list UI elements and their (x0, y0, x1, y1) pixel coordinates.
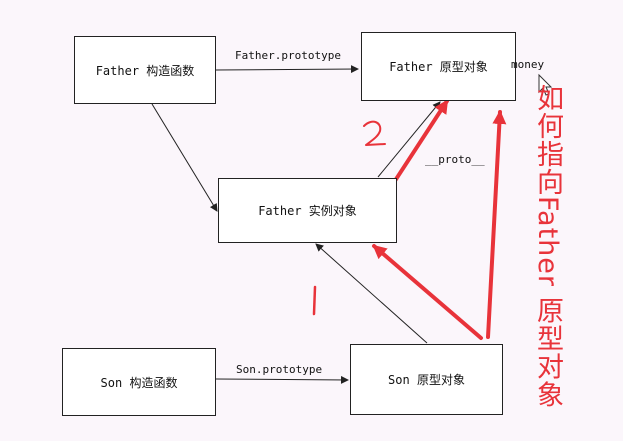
arrow-son-proto-to-instance (315, 243, 428, 344)
money-label: money (511, 58, 545, 71)
father-prototype-box: Father 原型对象 (361, 32, 516, 101)
son-prototype-label: Son.prototype (236, 363, 323, 376)
son-constructor-box: Son 构造函数 (62, 348, 216, 416)
red-arrow-main (486, 110, 507, 339)
father-constructor-box: Father 构造函数 (74, 36, 216, 104)
arrow-ctor-to-instance (151, 103, 218, 212)
arrow-proto-link (377, 101, 441, 178)
annotation-question: 如何指向Father 原型对象 (532, 84, 563, 409)
son-prototype-box: Son 原型对象 (350, 344, 503, 415)
father-prototype-label: Father.prototype (235, 49, 341, 62)
arrow-son-prototype (215, 375, 349, 384)
proto-label: __proto__ (425, 153, 485, 166)
mouse-pointer-icon (538, 73, 553, 96)
handwritten-one (312, 285, 317, 316)
red-arrow-1 (372, 244, 483, 340)
arrow-father-prototype (214, 65, 359, 74)
handwritten-two (363, 120, 386, 146)
father-instance-box: Father 实例对象 (218, 178, 397, 243)
